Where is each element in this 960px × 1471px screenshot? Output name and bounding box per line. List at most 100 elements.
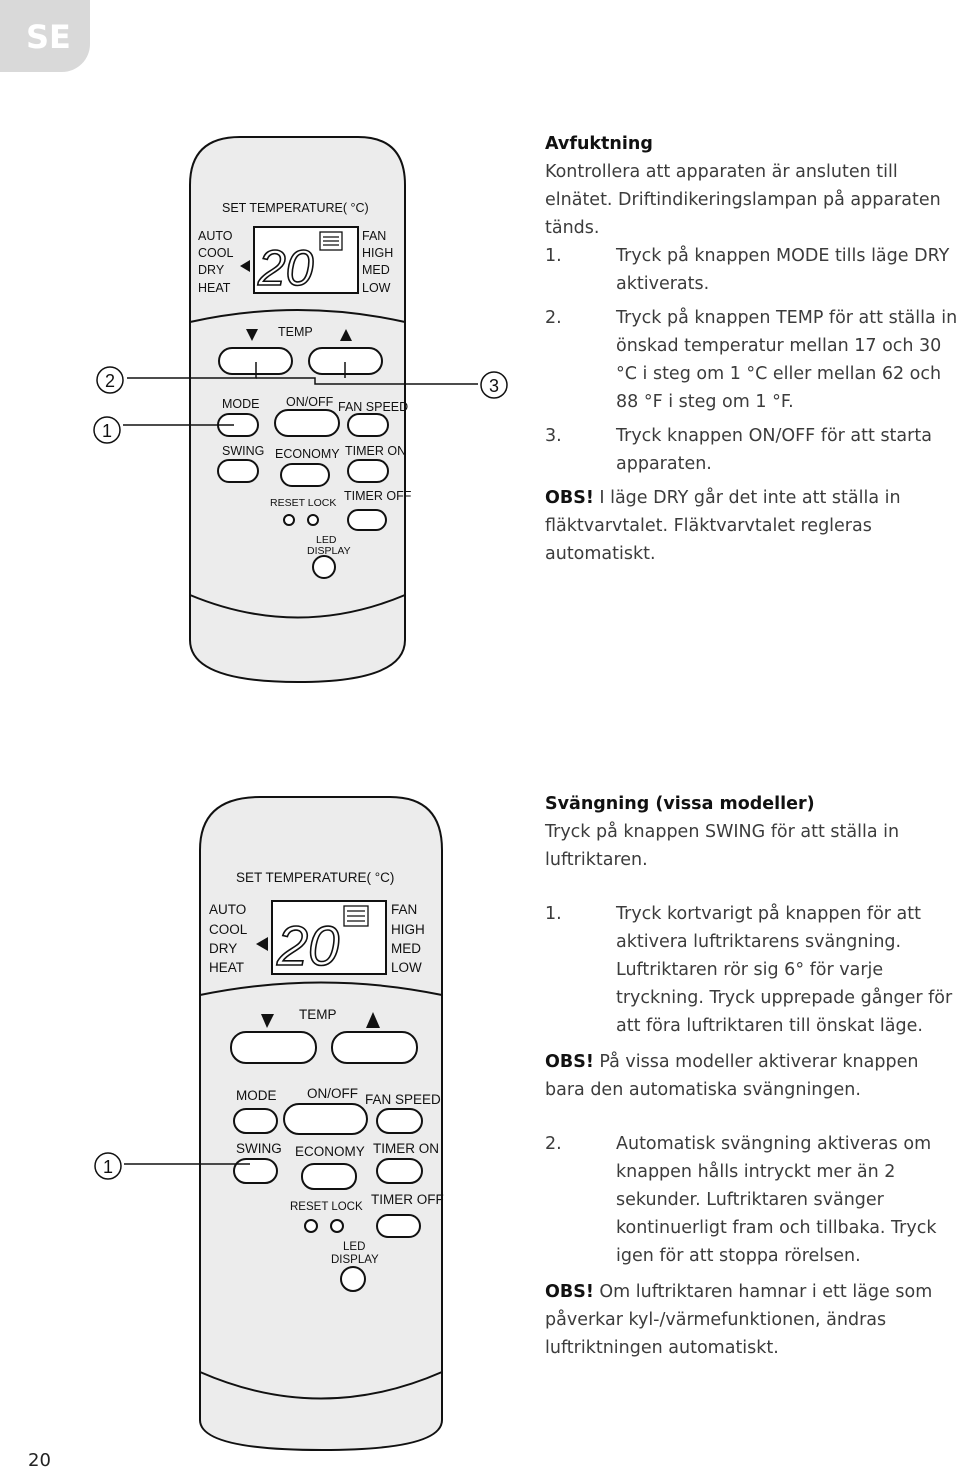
list-item: 2.Tryck på knappen TEMP för att ställa i… [545,304,960,416]
lock-button[interactable] [307,514,319,526]
swing-button[interactable] [217,459,259,483]
display-label-2: DISPLAY [331,1254,379,1266]
fan-speed-button[interactable] [347,413,389,437]
timer-on-label: TIMER ON [345,444,406,458]
temp-up-icon-2 [366,1012,380,1028]
economy-button-2[interactable] [301,1163,357,1190]
swing-label: SWING [222,444,264,458]
obs-note: OBS! Om luftriktaren hamnar i ett läge s… [545,1278,960,1362]
section-heading: Svängning (vissa modeller) [545,794,815,814]
fan-speed-label-2: FAN SPEED [365,1092,441,1107]
led-label: LED [316,534,337,546]
reset-button-2[interactable] [304,1219,318,1233]
lcd-display [253,226,359,294]
fan-med-label: MED [362,263,390,277]
obs-note: OBS! På vissa modeller aktiverar knappen… [545,1048,960,1104]
temp-up-button-2[interactable] [331,1031,418,1064]
timer-off-button-2[interactable] [376,1214,421,1238]
obs-note: OBS! I läge DRY går det inte att ställa … [545,484,960,568]
mode-pointer-icon [240,260,250,272]
on-off-button[interactable] [274,409,340,437]
callout-1-label: 1 [102,421,112,441]
mode-dry-label: DRY [198,263,225,277]
page-number: 20 [28,1450,51,1471]
set-temperature-label: SET TEMPERATURE( °C) [222,201,369,215]
mode-heat-label-2: HEAT [209,960,244,975]
list-item: 1.Tryck kortvarigt på knappen för att ak… [545,900,960,1040]
mode-pointer-icon-2 [256,937,268,951]
fan-high-label: HIGH [362,246,393,260]
step-number: 3. [545,426,562,446]
mode-auto-label-2: AUTO [209,902,246,917]
temp-label-2: TEMP [299,1007,337,1022]
reset-button[interactable] [283,514,295,526]
step-text: Automatisk svängning aktiveras om knappe… [616,1134,937,1266]
display-label: DISPLAY [307,545,351,557]
mode-label-2: MODE [236,1088,277,1103]
swing-button-2[interactable] [233,1158,278,1184]
fan-low-label: LOW [362,281,391,295]
mode-cool-label: COOL [198,246,233,260]
set-temperature-label-2: SET TEMPERATURE( °C) [236,870,394,885]
temp-label: TEMP [278,325,313,339]
on-off-button-2[interactable] [283,1103,368,1135]
obs-text: På vissa modeller aktiverar knappen bara… [545,1052,919,1100]
callout-1-bottom [94,1152,122,1180]
fan-speed-button-2[interactable] [376,1108,423,1134]
callout-2-label: 2 [105,371,115,391]
intro-text: Tryck på knappen SWING för att ställa in… [545,822,900,870]
reset-lock-label: RESET LOCK [270,497,336,509]
step-text: Tryck kortvarigt på knappen för att akti… [616,904,953,1036]
section-dehumidify: Avfuktning Kontrollera att apparaten är … [545,130,960,568]
lock-button-2[interactable] [330,1219,344,1233]
temp-down-button-2[interactable] [230,1031,317,1064]
temp-up-icon [340,329,352,341]
mode-cool-label-2: COOL [209,922,248,937]
timer-on-button[interactable] [347,459,389,483]
intro-text: Kontrollera att apparaten är ansluten ti… [545,162,941,238]
swing-label-2: SWING [236,1141,282,1156]
list-item: 2. Automatisk svängning aktiveras om knap… [545,1130,960,1270]
timer-on-label-2: TIMER ON [373,1141,439,1156]
callout-2 [96,366,124,394]
fan-label-2: FAN [391,902,417,917]
lcd-display-2 [271,900,387,975]
lcd-temperature-value: 20 [257,240,314,296]
obs-label: OBS! [545,1282,594,1302]
language-label: SE [26,18,71,56]
fan-swing-icon [319,231,343,251]
section-heading: Avfuktning [545,134,653,154]
callout-1-bottom-label: 1 [103,1157,113,1177]
on-off-label-2: ON/OFF [307,1086,358,1101]
section-swing: Svängning (vissa modeller) Tryck på knap… [545,790,960,1362]
led-display-button-2[interactable] [340,1266,366,1292]
callout-3 [480,371,508,399]
list-item: 1. Tryck på knappen MODE tills läge DRY a… [545,242,960,298]
temp-down-icon-2 [261,1014,274,1028]
step-text: Tryck på knappen MODE tills läge DRY akt… [616,246,950,294]
obs-text: I läge DRY går det inte att ställa in fl… [545,488,901,564]
fan-low-label-2: LOW [391,960,422,975]
step-number: 2. [545,308,562,328]
timer-on-button-2[interactable] [376,1158,423,1184]
timer-off-button[interactable] [347,509,387,531]
mode-auto-label: AUTO [198,229,233,243]
step-number: 2. [545,1134,562,1154]
obs-label: OBS! [545,488,594,508]
led-display-button[interactable] [312,555,336,579]
economy-label: ECONOMY [275,447,340,461]
step-text: Tryck knappen ON/OFF för att starta appa… [616,426,932,474]
on-off-label: ON/OFF [286,395,334,409]
economy-button[interactable] [280,463,330,487]
timer-off-label-2: TIMER OFF [371,1192,444,1207]
economy-label-2: ECONOMY [295,1144,365,1159]
mode-label: MODE [222,397,260,411]
mode-button-2[interactable] [233,1108,278,1134]
reset-lock-label-2: RESET LOCK [290,1201,363,1213]
list-item: 3. Tryck knappen ON/OFF för att starta ap… [545,422,960,478]
callout-1 [93,416,121,444]
fan-label: FAN [362,229,386,243]
fan-high-label-2: HIGH [391,922,425,937]
step-number: 1. [545,246,562,266]
